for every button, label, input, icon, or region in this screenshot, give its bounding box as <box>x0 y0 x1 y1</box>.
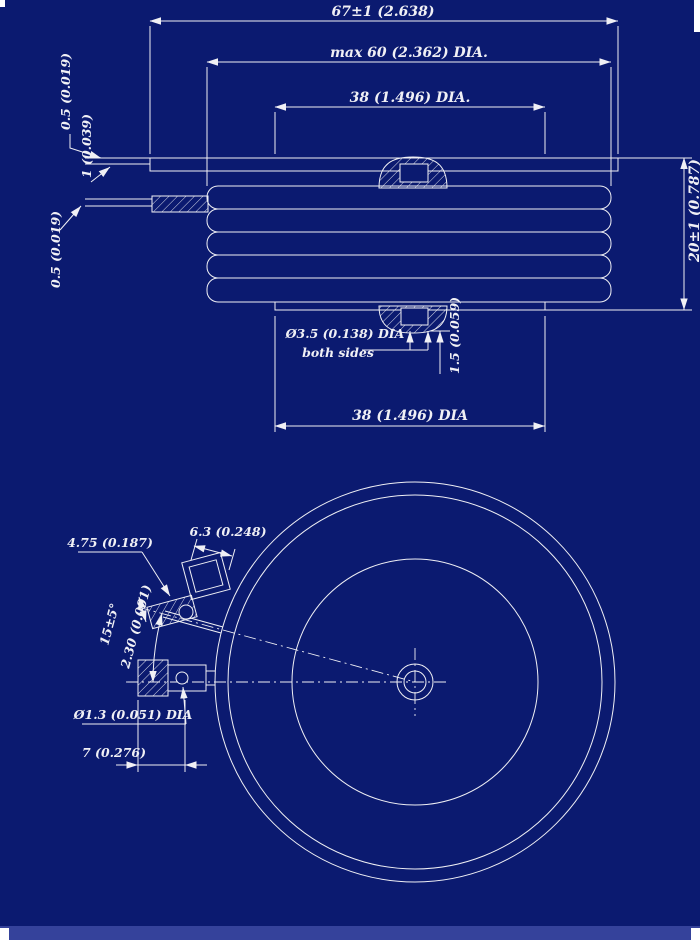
gate-lug-inner <box>188 559 224 593</box>
gate-crimp-section <box>151 195 209 213</box>
scan-artifact <box>691 928 700 940</box>
dim-top-tab-thickness: 0.5 (0.019) <box>58 53 73 130</box>
crimp-hole <box>178 604 194 620</box>
ceramic-fin <box>206 254 612 279</box>
ceramic-fin <box>206 231 612 256</box>
left-thickness-leaders <box>59 134 111 231</box>
dim-lug-height-leader <box>78 551 171 597</box>
dim-center-hole: Ø3.5 (0.138) DIA <box>285 326 405 341</box>
dim-lead-width-lines <box>138 596 147 623</box>
dim-gate-tab-thickness: 0.5 (0.019) <box>48 211 63 288</box>
dim-lug-hole-dia: Ø1.3 (0.051) DIA <box>73 707 193 722</box>
bottom-gate-recess <box>400 307 429 326</box>
dim-overall-width-lines <box>149 17 619 154</box>
ceramic-fin <box>206 208 612 233</box>
dim-terminal-length-lines <box>116 700 207 772</box>
gate-lug-outer <box>181 551 231 601</box>
scan-artifact <box>0 928 9 940</box>
dim-lug-width-lines <box>190 538 236 571</box>
dim-center-hole-leaders <box>362 331 432 351</box>
ceramic-fin <box>206 277 612 303</box>
dim-recess-depth-lines <box>430 330 450 374</box>
ceramic-fin <box>206 185 612 210</box>
scan-artifact <box>0 0 5 7</box>
dim-terminal-length: 7 (0.276) <box>82 745 146 760</box>
dim-center-hole-note: both sides <box>302 345 374 360</box>
flange-circle <box>227 494 603 870</box>
dim-lug-height: 4.75 (0.187) <box>67 535 153 550</box>
dim-max-dia-lines <box>206 58 612 183</box>
side-view: 67±1 (2.638) max 60 (2.362) DIA. 38 (1.4… <box>48 4 700 432</box>
dim-bottom-pole-lines <box>274 316 546 432</box>
dim-lead-width: 2.30 (0.091) <box>117 583 154 671</box>
plan-body <box>126 481 616 883</box>
dim-overall-width: 67±1 (2.638) <box>332 4 435 20</box>
scan-artifact <box>694 0 700 32</box>
dim-max-body-dia: max 60 (2.362) DIA. <box>330 45 488 61</box>
top-gate-recess <box>399 163 429 183</box>
footer-strip <box>0 926 700 940</box>
dim-tab-spacing: 1 (0.039) <box>79 114 94 178</box>
dim-top-pole-dia: 38 (1.496) DIA. <box>350 90 471 106</box>
dim-top-pole-lines <box>274 103 546 154</box>
dim-lug-width: 6.3 (0.248) <box>189 524 266 539</box>
dim-recess-depth: 1.5 (0.059) <box>447 297 462 374</box>
dim-lead-angle: 15±5° <box>96 602 122 647</box>
plan-view: 6.3 (0.248) 4.75 (0.187) 15±5° 2.30 (0.0… <box>67 481 616 883</box>
aux-terminal-hole <box>175 671 189 685</box>
device-body <box>85 156 692 334</box>
dim-angle-arc <box>149 613 163 683</box>
dim-bottom-pole-dia: 38 (1.496) DIA <box>352 408 468 424</box>
dim-height: 20±1 (0.787) <box>687 159 700 263</box>
